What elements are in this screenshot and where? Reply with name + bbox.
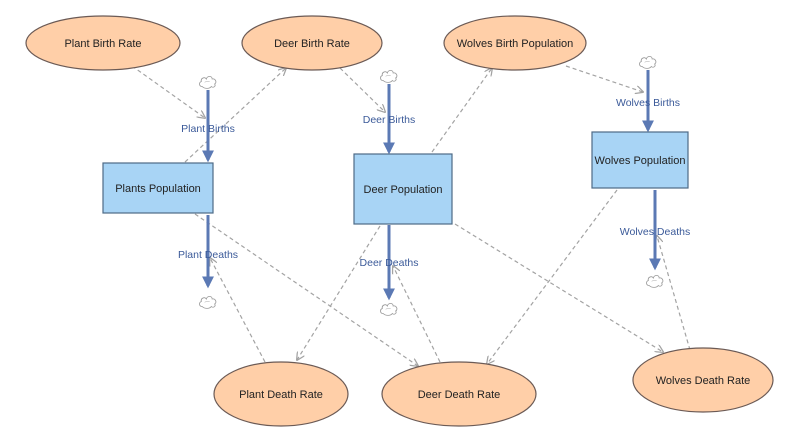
cloud-sink-icon	[380, 303, 398, 316]
link-plants-population-to-deer-birth-rate	[184, 68, 286, 163]
link-deer-population-to-plant-death-rate	[297, 225, 381, 360]
link-plant-death-rate-to-plant-deaths	[210, 258, 266, 363]
wolves-birth-population-label: Wolves Birth Population	[457, 38, 574, 50]
link-wolves-birth-population-to-wolves-births	[565, 65, 643, 92]
link-deer-population-to-wolves-death-rate	[454, 223, 663, 352]
link-deer-death-rate-to-deer-deaths	[393, 266, 441, 363]
cloud-source-icon	[639, 56, 657, 69]
cloud-sink-icon	[199, 296, 217, 309]
deer-death-rate-node[interactable]: Deer Death Rate	[381, 361, 537, 427]
link-plants-population-to-deer-death-rate	[194, 213, 418, 366]
wolves-death-rate-label: Wolves Death Rate	[656, 375, 751, 387]
plant-deaths-label: Plant Deaths	[178, 249, 238, 261]
wolves-deaths-label: Wolves Deaths	[620, 226, 690, 238]
wolves-birth-population-node[interactable]: Wolves Birth Population	[443, 15, 587, 71]
deer-births-label: Deer Births	[363, 114, 416, 126]
variables: Plant Birth Rate Deer Birth Rate Wolves …	[25, 15, 774, 427]
link-deer-population-to-wolves-birth	[431, 68, 492, 153]
plant-birth-rate-label: Plant Birth Rate	[64, 38, 141, 50]
wolves-death-rate-node[interactable]: Wolves Death Rate	[632, 347, 774, 413]
plant-death-rate-node[interactable]: Plant Death Rate	[213, 361, 349, 427]
plant-death-rate-label: Plant Death Rate	[239, 389, 323, 401]
wolves-population-stock[interactable]: Wolves Population	[591, 131, 689, 189]
plant-births-label: Plant Births	[181, 123, 235, 135]
deer-deaths-label: Deer Deaths	[360, 257, 419, 269]
deer-birth-rate-node[interactable]: Deer Birth Rate	[241, 15, 383, 71]
deer-death-rate-label: Deer Death Rate	[418, 389, 501, 401]
plants-population-label: Plants Population	[115, 183, 201, 195]
cloud-source-icon	[380, 70, 398, 83]
deer-population-stock[interactable]: Deer Population	[353, 153, 453, 225]
information-links	[131, 65, 691, 366]
stocks: Plants Population Deer Population Wolves…	[102, 131, 689, 225]
wolves-population-label: Wolves Population	[595, 155, 686, 167]
plant-birth-rate-node[interactable]: Plant Birth Rate	[25, 15, 181, 71]
link-plant-birth-rate-to-plant-births	[131, 65, 205, 118]
link-wolves-death-rate-to-wolves-deaths	[657, 236, 691, 351]
flows	[202, 70, 661, 301]
link-deer-birth-rate-to-deer-births	[339, 67, 385, 112]
cloud-sink-icon	[646, 275, 664, 288]
link-wolves-population-to-deer-death-rate	[487, 189, 618, 364]
deer-birth-rate-label: Deer Birth Rate	[274, 38, 350, 50]
deer-population-label: Deer Population	[364, 184, 443, 196]
flow-labels: Plant Births Plant Deaths Deer Births De…	[178, 97, 690, 269]
wolves-births-label: Wolves Births	[616, 97, 680, 109]
cloud-source-icon	[199, 76, 217, 89]
plants-population-stock[interactable]: Plants Population	[102, 162, 214, 214]
